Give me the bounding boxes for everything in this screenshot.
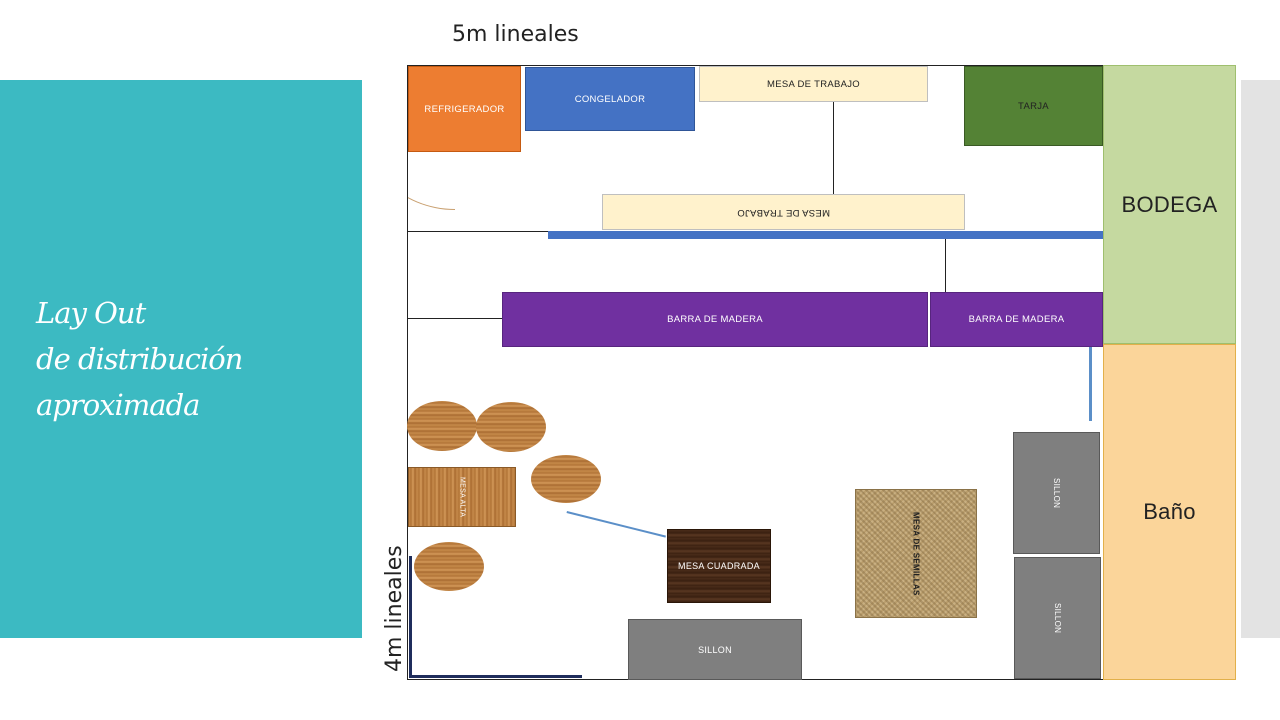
sofa-right-top-label: SILLON xyxy=(1052,477,1061,509)
sofa-right-top: SILLON xyxy=(1013,432,1100,554)
work-table-middle: MESA DE TRABAJO xyxy=(602,194,965,230)
sofa-right-bottom-label: SILLON xyxy=(1053,602,1062,634)
freezer: CONGELADOR xyxy=(525,67,695,131)
height-dimension-line xyxy=(409,556,412,678)
work-table-middle-label: MESA DE TRABAJO xyxy=(736,206,830,218)
seeds-table: MESA DE SEMILLAS xyxy=(855,489,977,618)
slide-title: Lay Out de distribución aproximada xyxy=(36,296,243,422)
stool-3 xyxy=(531,455,601,503)
stool-1 xyxy=(407,401,477,451)
right-panel xyxy=(1241,80,1280,638)
door-swing-arc xyxy=(408,98,455,210)
connector-line-2 xyxy=(945,239,946,292)
sofa-right-bottom: SILLON xyxy=(1014,557,1101,679)
width-dimension-label: 5m lineales xyxy=(452,22,579,47)
sofa-bottom: SILLON xyxy=(628,619,802,680)
wood-bar-right: BARRA DE MADERA xyxy=(930,292,1103,347)
width-dimension-line xyxy=(409,675,582,678)
high-table: MESA ALTA xyxy=(408,467,516,527)
storage-room: BODEGA xyxy=(1103,65,1236,344)
wall-line-upper xyxy=(408,231,553,232)
blue-partition xyxy=(1089,347,1092,421)
work-table-top: MESA DE TRABAJO xyxy=(699,66,928,102)
high-table-label: MESA ALTA xyxy=(458,476,466,518)
wood-bar-left: BARRA DE MADERA xyxy=(502,292,928,347)
height-dimension-label: 4m lineales xyxy=(382,545,407,672)
stool-4 xyxy=(414,542,484,591)
seeds-table-label: MESA DE SEMILLAS xyxy=(911,511,921,596)
sidebar-panel xyxy=(0,80,362,638)
wall-line-lower xyxy=(408,318,502,319)
blue-divider xyxy=(548,231,1103,239)
bathroom: Baño xyxy=(1103,344,1236,680)
connector-line xyxy=(833,102,834,194)
square-table: MESA CUADRADA xyxy=(667,529,771,603)
sink: TARJA xyxy=(964,66,1103,146)
stool-2 xyxy=(476,402,546,452)
